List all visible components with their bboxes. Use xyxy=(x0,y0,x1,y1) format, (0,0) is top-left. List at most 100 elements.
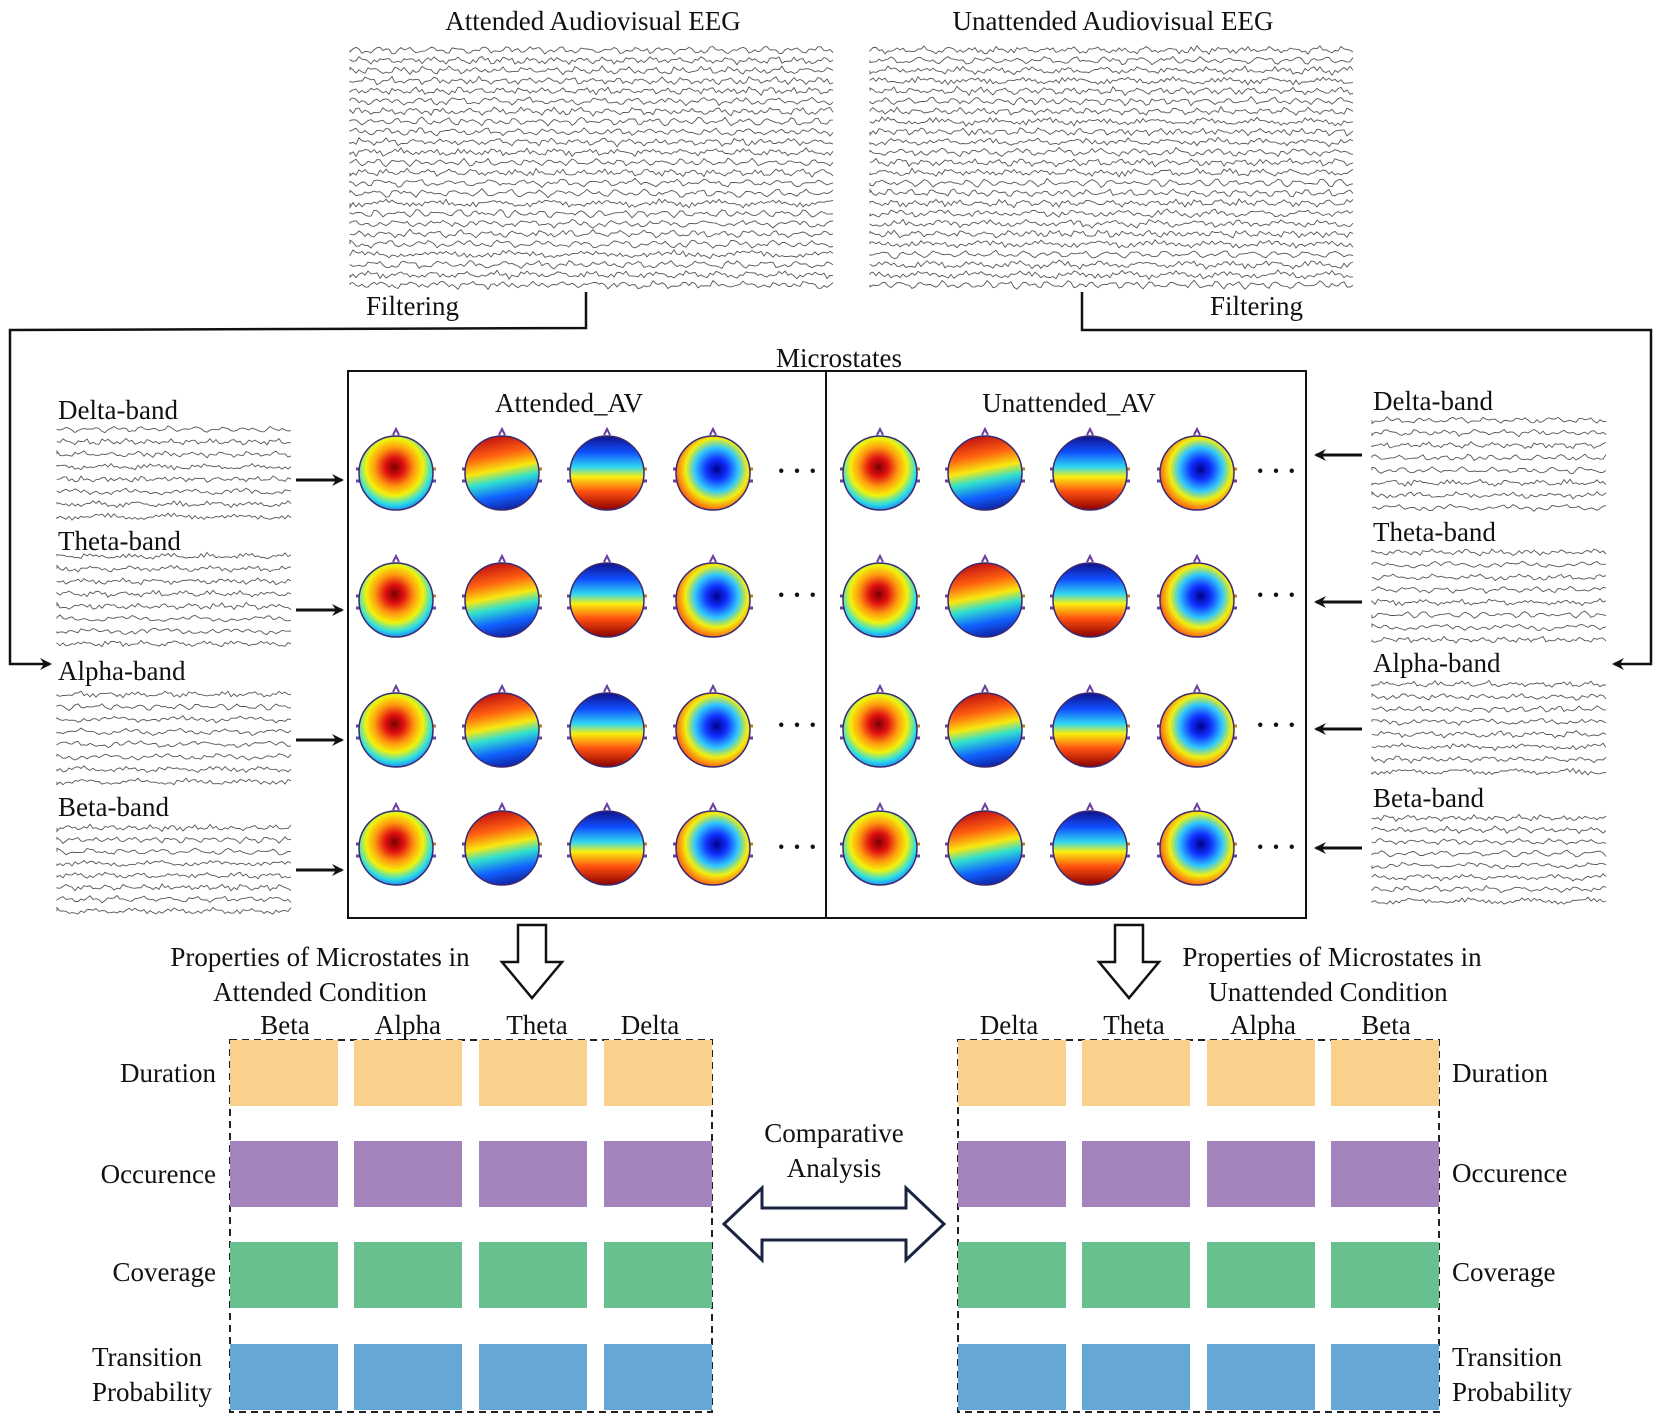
eeg-trace-line xyxy=(56,859,292,867)
eeg-trace-line xyxy=(349,239,834,249)
scalp-topography-icon xyxy=(673,683,753,768)
filtering-connector-right xyxy=(1080,292,1653,670)
eeg-trace-line xyxy=(349,279,834,291)
eeg-trace-line xyxy=(56,765,292,774)
ellipsis-left-4: · · · xyxy=(776,832,818,862)
scalp-topography-icon xyxy=(356,553,436,638)
eeg-trace-line xyxy=(1371,416,1607,425)
property-cell-left-occurrence xyxy=(354,1141,462,1207)
property-cell-right-coverage xyxy=(1207,1242,1315,1308)
property-cell-left-duration xyxy=(479,1040,587,1106)
props-left-title-2: Attended Condition xyxy=(213,977,427,1007)
eeg-trace-line xyxy=(1371,610,1607,619)
eeg-trace-line xyxy=(1371,705,1607,714)
property-cell-right-occurrence xyxy=(1082,1141,1190,1207)
eeg-trace-line xyxy=(56,715,292,724)
ellipsis-right-2: · · · xyxy=(1255,580,1297,610)
ellipsis-right-3: · · · xyxy=(1255,710,1297,740)
property-cell-left-transition xyxy=(354,1344,462,1410)
scalp-topography-icon xyxy=(462,801,542,886)
filtering-label-right: Filtering xyxy=(1210,291,1303,321)
property-cell-left-duration xyxy=(604,1040,712,1106)
eeg-trace-line xyxy=(56,703,292,712)
eeg-trace-line xyxy=(349,75,834,86)
property-cell-right-duration xyxy=(1207,1040,1315,1106)
eeg-trace-line xyxy=(56,639,292,648)
eeg-trace-line xyxy=(349,209,834,219)
row-left-duration: Duration xyxy=(120,1058,216,1088)
eeg-trace-line xyxy=(349,86,834,97)
eeg-trace-line xyxy=(56,551,292,560)
eeg-trace-line xyxy=(56,437,292,446)
eeg-trace-line xyxy=(869,177,1354,189)
col-left-alpha: Alpha xyxy=(375,1010,441,1040)
property-cell-right-transition xyxy=(1331,1344,1439,1410)
row-right-occurrence: Occurence xyxy=(1452,1158,1568,1188)
scalp-topography-icon xyxy=(673,426,753,511)
scalp-topography-icon xyxy=(840,683,920,768)
col-right-delta: Delta xyxy=(979,1010,1039,1040)
scalp-topography-icon xyxy=(1157,801,1237,886)
eeg-trace-line xyxy=(869,167,1354,178)
double-headed-arrow-icon xyxy=(721,1184,947,1264)
eeg-trace-line xyxy=(1371,478,1607,487)
eeg-trace-line xyxy=(349,259,834,270)
eeg-trace-line xyxy=(56,449,292,459)
scalp-topography-icon xyxy=(356,801,436,886)
eeg-trace-line xyxy=(56,462,292,471)
property-cell-right-transition xyxy=(1082,1344,1190,1410)
eeg-trace-line xyxy=(1371,873,1607,882)
eeg-unattended-traces xyxy=(869,45,1354,290)
filtering-label-left: Filtering xyxy=(366,291,459,321)
scalp-topography-icon xyxy=(356,683,436,768)
ellipsis-left-2: · · · xyxy=(776,580,818,610)
eeg-trace-line xyxy=(1371,548,1607,557)
property-frame-left xyxy=(229,1039,713,1413)
col-right-theta: Theta xyxy=(1103,1010,1165,1040)
eeg-trace-line xyxy=(56,627,292,636)
scalp-topography-icon xyxy=(462,683,542,768)
property-cell-right-occurrence xyxy=(1207,1141,1315,1207)
scalp-topography-icon xyxy=(840,801,920,886)
filtering-connector-left xyxy=(8,292,588,670)
eeg-trace-line xyxy=(1371,441,1607,450)
property-cell-left-coverage xyxy=(230,1242,338,1308)
eeg-trace-line xyxy=(1371,623,1607,632)
scalp-topography-icon xyxy=(1157,426,1237,511)
eeg-trace-line xyxy=(1371,466,1607,475)
comparative-label-1: Comparative xyxy=(764,1118,904,1148)
scalp-topography-icon xyxy=(1050,426,1130,511)
eeg-trace-line xyxy=(56,500,292,509)
property-cell-right-occurrence xyxy=(1331,1141,1439,1207)
scalp-topography-icon xyxy=(945,426,1025,511)
eeg-trace-line xyxy=(56,487,292,496)
eeg-trace-line xyxy=(869,279,1354,290)
scalp-topography-icon xyxy=(945,683,1025,768)
eeg-trace-line xyxy=(56,777,292,786)
property-cell-left-occurrence xyxy=(479,1141,587,1207)
ellipsis-left-1: · · · xyxy=(776,456,818,486)
eeg-trace-line xyxy=(349,146,834,158)
eeg-trace-line xyxy=(1371,718,1607,726)
eeg-trace-line xyxy=(869,136,1354,148)
eeg-trace-line xyxy=(1371,490,1607,500)
eeg-trace-line xyxy=(1371,598,1607,607)
eeg-trace-line xyxy=(1371,825,1607,835)
microstates-panel xyxy=(347,370,1307,919)
eeg-trace-line xyxy=(56,847,292,856)
eeg-trace-line xyxy=(869,55,1354,66)
eeg-trace-line xyxy=(56,883,292,892)
property-cell-right-transition xyxy=(1207,1344,1315,1410)
eeg-trace-line xyxy=(1371,560,1606,569)
eeg-trace-line xyxy=(869,218,1354,229)
eeg-trace-line xyxy=(349,188,834,199)
eeg-trace-line xyxy=(869,85,1354,97)
eeg-trace-line xyxy=(349,218,834,229)
property-cell-left-occurrence xyxy=(604,1141,712,1207)
scalp-topography-icon xyxy=(1157,683,1237,768)
band-label-left-theta: Theta-band xyxy=(58,526,181,556)
scalp-topography-icon xyxy=(567,683,647,768)
scalp-topography-icon xyxy=(567,801,647,886)
eeg-trace-line xyxy=(869,208,1354,219)
eeg-trace-line xyxy=(1371,767,1607,776)
